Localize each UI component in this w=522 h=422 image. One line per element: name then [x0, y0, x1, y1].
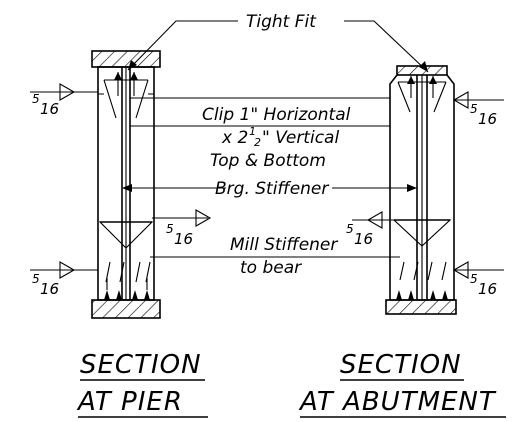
pier-top-clip — [103, 79, 149, 119]
weld-size-abut-top: 5 16 — [470, 102, 497, 128]
weld-symbol-abut-top — [452, 91, 504, 109]
weld-symbol-abut-bottom — [452, 261, 504, 279]
brg-stiffener-label: Brg. Stiffener — [215, 179, 329, 199]
weld-size-abut-mid: 5 16 — [346, 222, 373, 248]
weld-size-abut-bottom: 5 16 — [470, 272, 497, 298]
abut-bottom-flange — [385, 299, 457, 315]
tight-fit-leader-left — [127, 20, 238, 71]
mill-note-line1: Mill Stiffener — [230, 235, 338, 255]
mill-note-line2: to bear — [240, 258, 302, 278]
pier-title-line2: AT PIER — [76, 387, 183, 417]
svg-text:x 2: x 2 — [221, 128, 248, 148]
brg-stiffener-arrows — [122, 184, 417, 192]
weld-symbol-pier-mid — [152, 209, 212, 227]
clip-note-line3: Top & Bottom — [210, 151, 326, 171]
pier-bottom-flange — [91, 299, 161, 319]
weld-size-pier-top: 5 16 — [32, 92, 59, 118]
svg-text:5: 5 — [470, 102, 478, 116]
abut-stiffener-outline — [389, 74, 455, 300]
weld-symbol-pier-bottom — [30, 261, 98, 279]
svg-text:5: 5 — [32, 92, 40, 106]
pier-title-line1: SECTION — [80, 350, 202, 380]
svg-text:16: 16 — [174, 230, 193, 248]
abutment-section — [385, 65, 457, 315]
svg-text:5: 5 — [32, 272, 40, 286]
abut-top-clip — [397, 81, 447, 113]
svg-text:2: 2 — [254, 136, 261, 149]
pier-section — [91, 50, 161, 319]
pier-top-flange — [91, 50, 161, 68]
abut-title-line2: AT ABUTMENT — [298, 387, 497, 417]
svg-text:" Vertical: " Vertical — [262, 128, 339, 148]
clip-note-line1: Clip 1" Horizontal — [202, 105, 351, 125]
svg-text:5: 5 — [470, 272, 478, 286]
clip-note-line2: x 2 1 2 " Vertical — [221, 125, 339, 149]
abut-title-line1: SECTION — [340, 350, 462, 380]
weld-size-pier-bottom: 5 16 — [32, 272, 59, 298]
svg-text:16: 16 — [354, 230, 373, 248]
svg-text:16: 16 — [478, 280, 497, 298]
weld-symbol-abut-mid — [352, 211, 394, 229]
weld-size-pier-mid: 5 16 — [166, 222, 193, 248]
svg-text:16: 16 — [40, 100, 59, 118]
svg-text:1: 1 — [249, 125, 256, 138]
tight-fit-label: Tight Fit — [246, 12, 317, 32]
svg-text:5: 5 — [346, 222, 354, 236]
svg-text:16: 16 — [40, 280, 59, 298]
svg-text:5: 5 — [166, 222, 174, 236]
tight-fit-leader-right — [344, 20, 429, 73]
svg-text:16: 16 — [478, 110, 497, 128]
weld-symbol-pier-top — [30, 83, 98, 101]
